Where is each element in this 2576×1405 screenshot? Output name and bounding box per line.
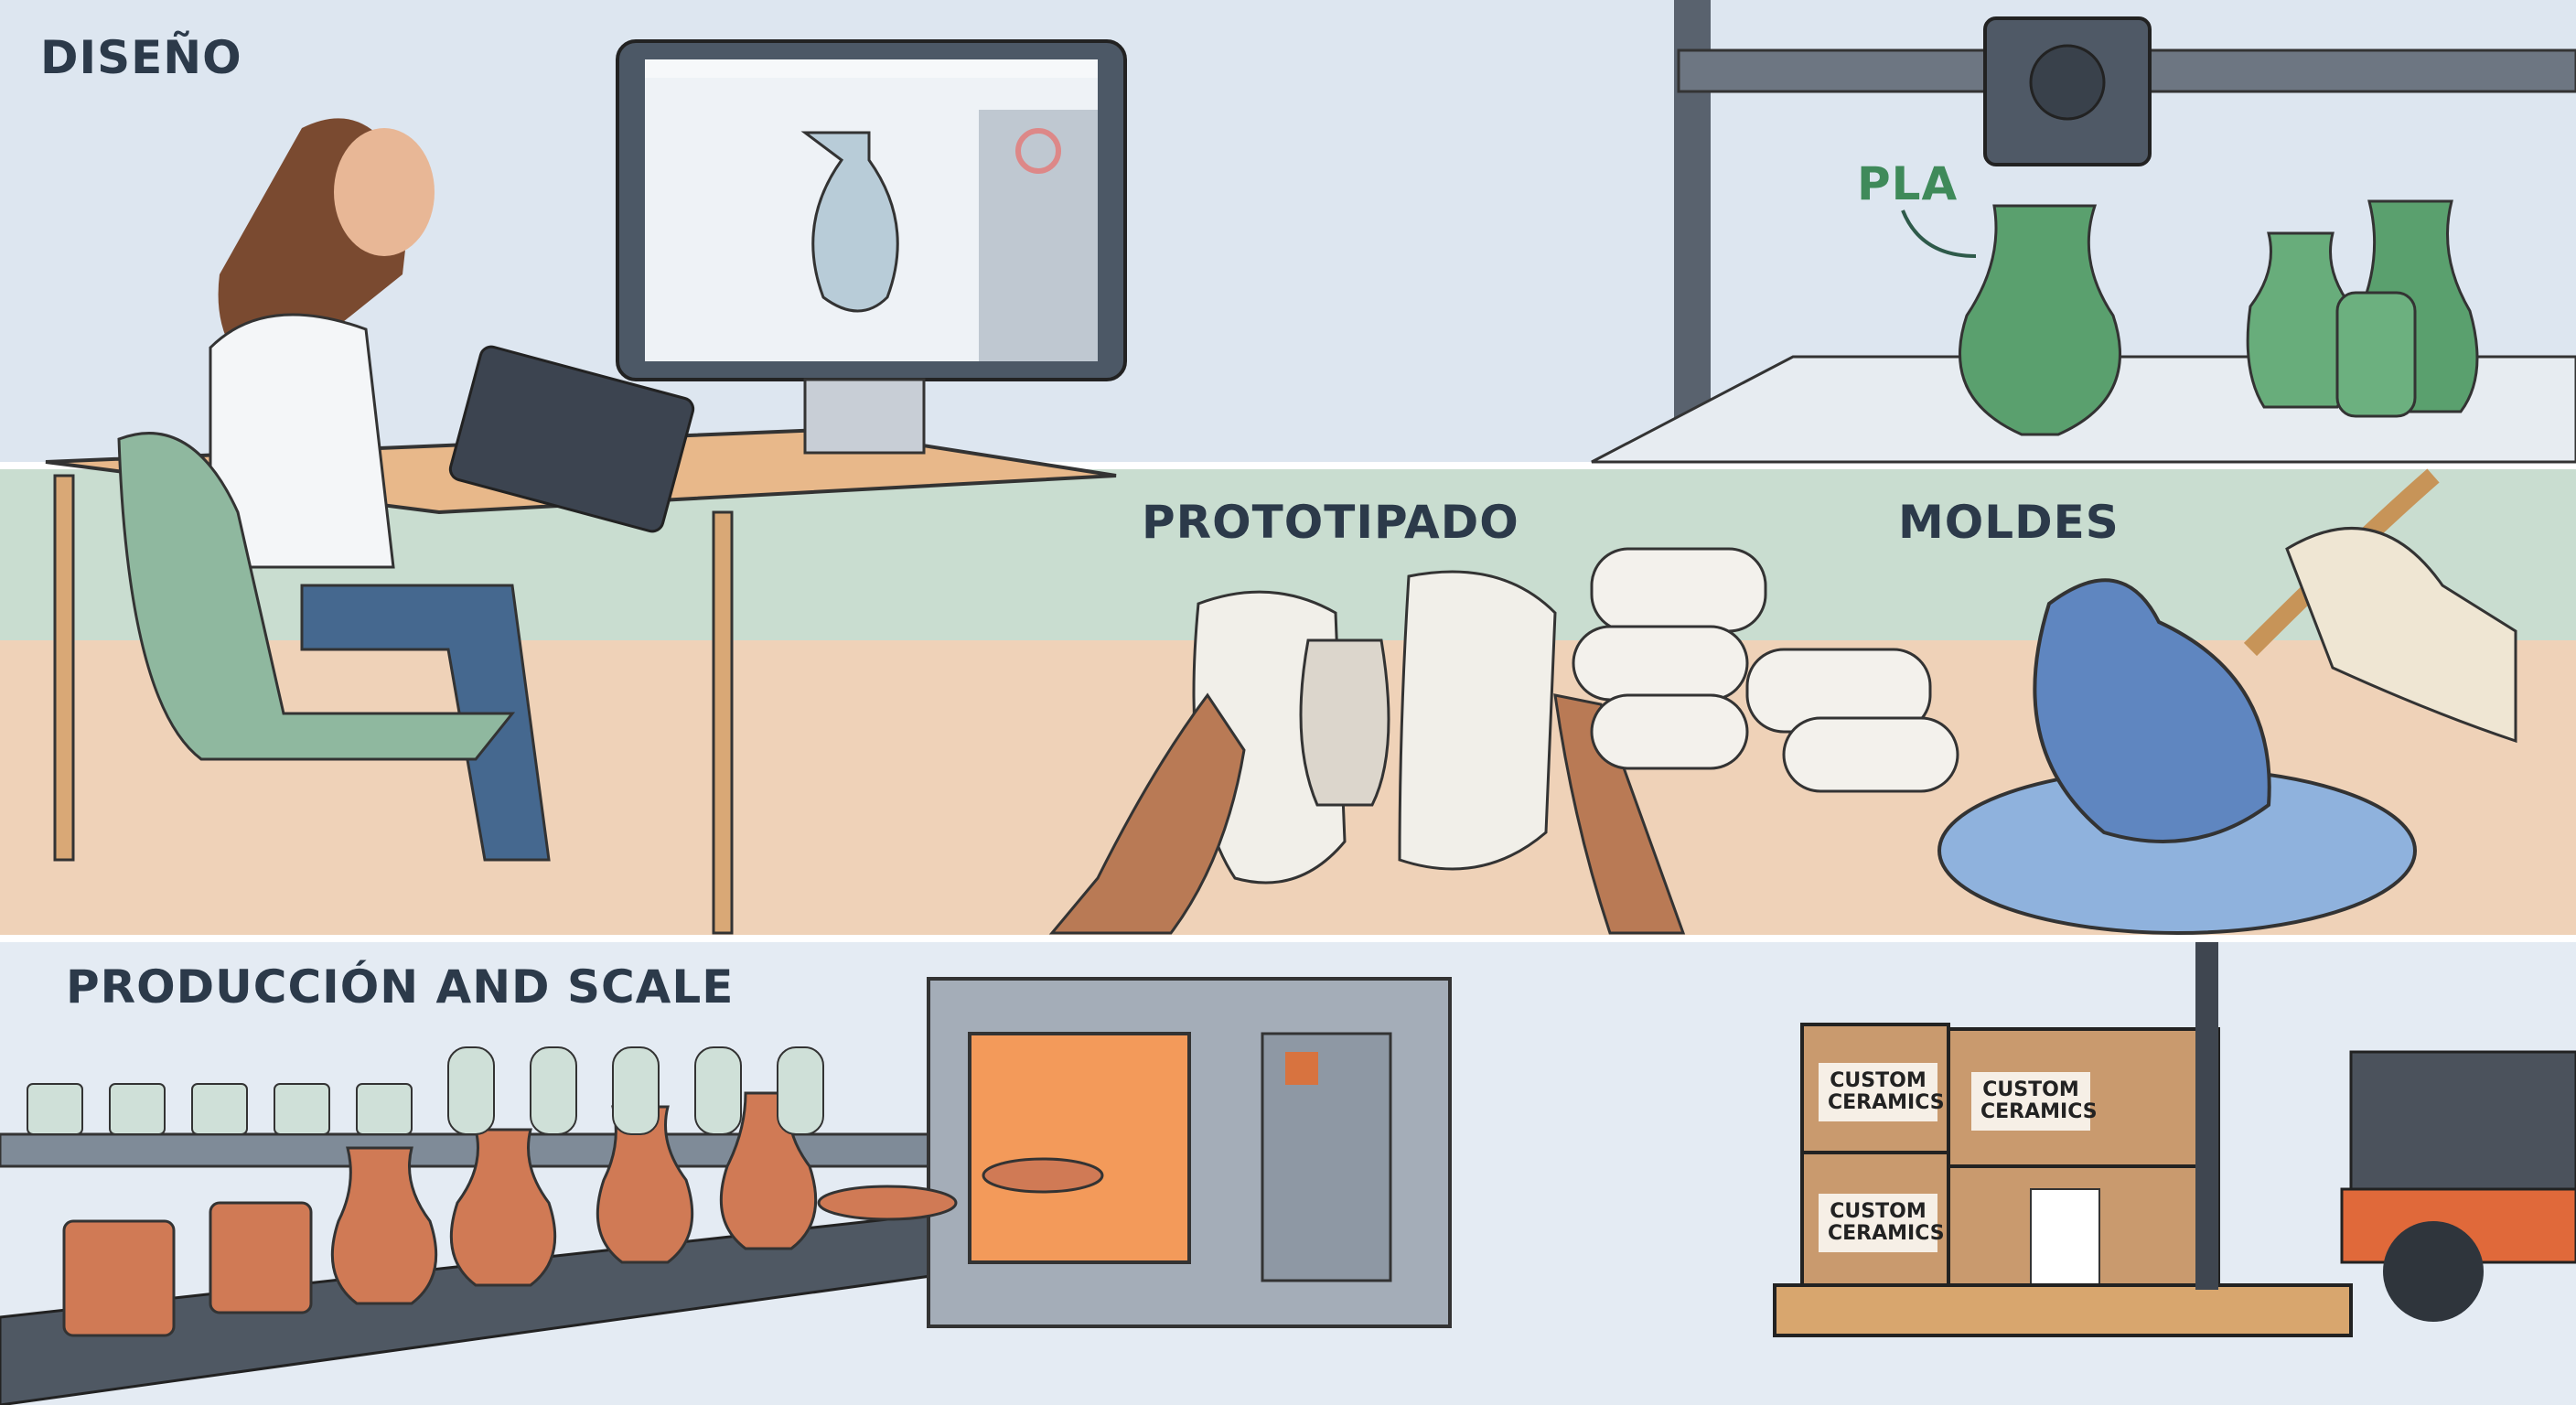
green-ware-row	[27, 1046, 824, 1135]
design-section-title: DISEÑO	[40, 31, 242, 84]
box-label-line: CUSTOM	[1982, 1078, 2079, 1101]
molds-section-title: MOLDES	[1898, 496, 2120, 549]
box-label-line: CERAMICS	[1828, 1222, 1945, 1245]
monitor	[616, 39, 1127, 455]
box-label-line: CERAMICS	[1980, 1100, 2098, 1123]
production-section-title: PRODUCCIÓN AND SCALE	[66, 960, 735, 1014]
plaster-disc-stack	[1572, 547, 1959, 793]
box-label: CUSTOM CERAMICS	[1819, 1194, 1945, 1252]
pla-vases	[1959, 199, 2479, 436]
designer-person	[117, 118, 695, 862]
slip-bucket	[1937, 468, 2517, 935]
box-label: CUSTOM CERAMICS	[1819, 1063, 1945, 1121]
forklift	[2195, 942, 2576, 1322]
terracotta-ware	[62, 1091, 1104, 1337]
kiln	[927, 977, 1452, 1328]
prototyping-section-title: PROTOTIPADO	[1142, 496, 1519, 549]
box-label-line: CERAMICS	[1828, 1091, 1945, 1114]
box-label-line: CUSTOM	[1830, 1200, 1927, 1223]
plaster-mold-halves	[1048, 570, 1686, 935]
box-label-line: CUSTOM	[1830, 1069, 1927, 1092]
pla-label: PLA	[1857, 157, 1959, 210]
box-label: CUSTOM CERAMICS	[1971, 1072, 2098, 1131]
